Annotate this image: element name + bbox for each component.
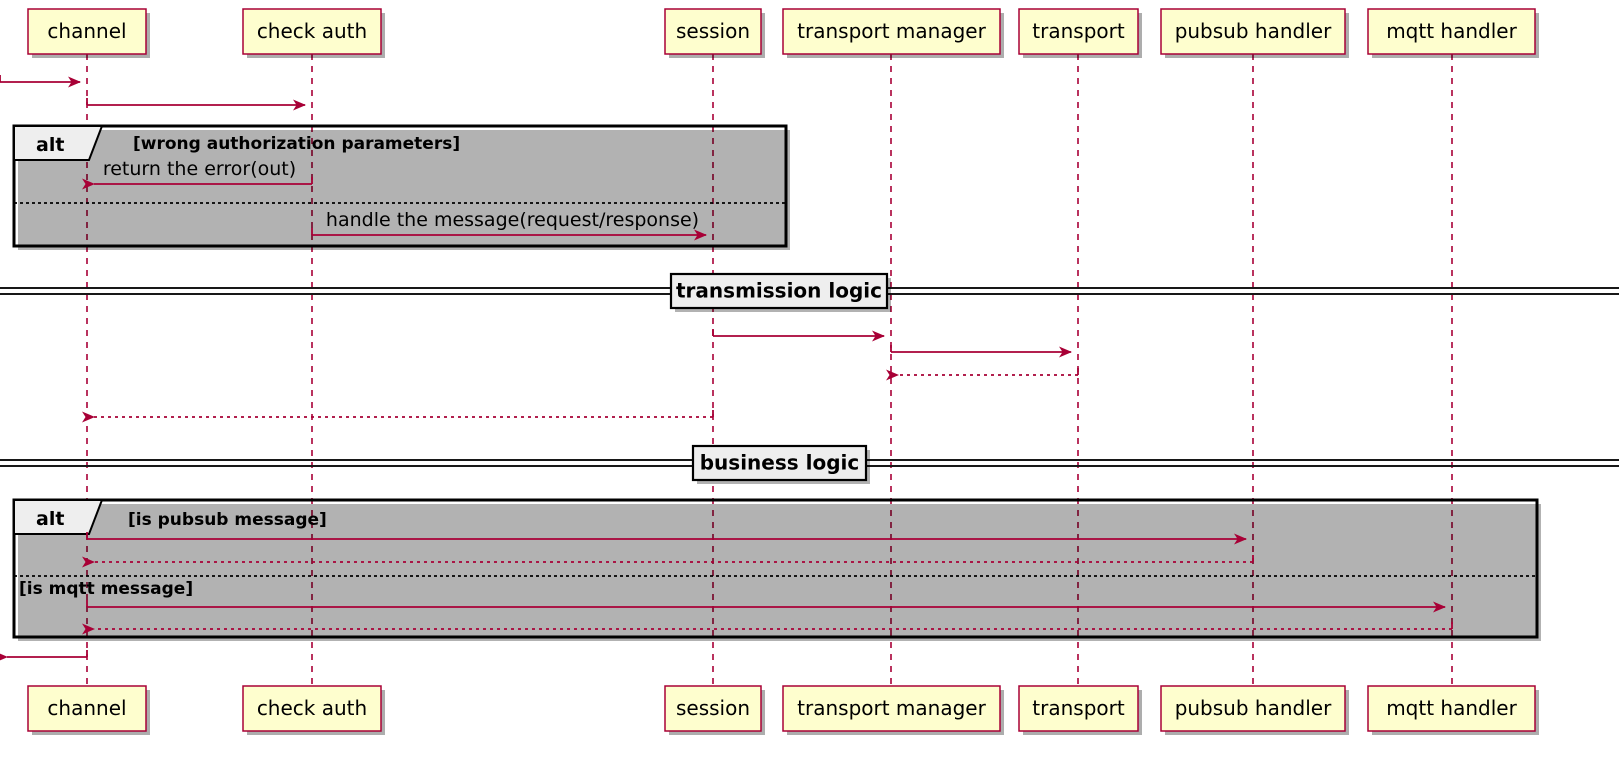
participant-label-session: session <box>676 696 750 720</box>
message-m8 <box>82 410 714 423</box>
participant-check_auth-top[interactable]: check auth <box>242 8 385 58</box>
divider-div-business: business logic <box>0 444 1619 484</box>
participant-box[interactable] <box>664 685 762 732</box>
participants-bottom-layer: channel check auth session transport manage… <box>27 685 1539 735</box>
participant-label-session: session <box>676 19 750 43</box>
group-type-label: alt <box>36 508 64 530</box>
participant-label-transport: transport <box>1032 696 1125 720</box>
participant-label-channel: channel <box>47 696 126 720</box>
message-m9 <box>86 532 1247 545</box>
participant-pubsub_handler-top[interactable]: pubsub handler <box>1160 8 1349 58</box>
group-alt-1: alt [wrong authorization parameters] <box>12 124 790 250</box>
dividers-layer: transmission logic business logic <box>0 272 1619 484</box>
participant-mqtt_handler-bottom[interactable]: mqtt handler <box>1367 685 1539 735</box>
divider-div-transmission: transmission logic <box>0 272 1619 312</box>
participant-label-channel: channel <box>47 19 126 43</box>
divider-label: transmission logic <box>676 279 882 303</box>
participant-box[interactable] <box>242 8 382 55</box>
participant-label-mqtt_handler: mqtt handler <box>1386 696 1517 720</box>
group-type-label: alt <box>36 134 64 156</box>
participant-session-top[interactable]: session <box>664 8 765 58</box>
participant-label-pubsub_handler: pubsub handler <box>1175 696 1332 720</box>
participant-session-bottom[interactable]: session <box>664 685 765 735</box>
participant-transport-top[interactable]: transport <box>1018 8 1142 58</box>
participant-box[interactable] <box>1160 685 1346 732</box>
group-condition-label: [wrong authorization parameters] <box>133 134 460 154</box>
message-m6 <box>890 345 1072 358</box>
group-shadow <box>18 504 1541 641</box>
participant-box[interactable] <box>782 685 1001 732</box>
participant-box[interactable] <box>1160 8 1346 55</box>
participant-label-transport_manager: transport manager <box>797 19 986 43</box>
participant-label-transport: transport <box>1032 19 1125 43</box>
group-shadow <box>18 130 790 250</box>
group-border <box>12 124 788 248</box>
participant-transport_manager-top[interactable]: transport manager <box>782 8 1004 58</box>
message-m7 <box>886 368 1079 381</box>
participants-top-layer: channel check auth session transport manage… <box>27 8 1539 58</box>
participant-box[interactable] <box>242 685 382 732</box>
participant-box[interactable] <box>1367 685 1536 732</box>
divider-label: business logic <box>700 451 860 475</box>
participant-box[interactable] <box>1367 8 1536 55</box>
divider-box <box>669 272 889 310</box>
participant-label-pubsub_handler: pubsub handler <box>1175 19 1332 43</box>
group-condition-label: [is pubsub message] <box>128 510 327 530</box>
message-m5 <box>712 329 885 342</box>
participant-label-check_auth: check auth <box>257 19 367 43</box>
message-m11 <box>86 600 1446 613</box>
message-m4: handle the message(request/response) <box>311 209 707 241</box>
participant-channel-bottom[interactable]: channel <box>27 685 150 735</box>
participant-transport_manager-bottom[interactable]: transport manager <box>782 685 1004 735</box>
participant-box[interactable] <box>27 8 147 55</box>
message-m1 <box>0 75 81 88</box>
divider-box <box>691 444 868 482</box>
message-m12 <box>82 622 1453 635</box>
participant-channel-top[interactable]: channel <box>27 8 150 58</box>
participant-label-mqtt_handler: mqtt handler <box>1386 19 1517 43</box>
message-m10 <box>82 555 1254 568</box>
message-m3: return the error(out) <box>82 158 313 190</box>
participant-box[interactable] <box>782 8 1001 55</box>
participant-pubsub_handler-bottom[interactable]: pubsub handler <box>1160 685 1349 735</box>
participant-box[interactable] <box>1018 8 1139 55</box>
group-type-tab <box>13 125 104 161</box>
group-type-tab <box>13 499 104 535</box>
message-label: return the error(out) <box>103 158 296 180</box>
message-m2 <box>86 98 306 111</box>
participant-label-transport_manager: transport manager <box>797 696 986 720</box>
messages-layer: return the error(out) handle the message(… <box>0 75 1453 663</box>
participant-check_auth-bottom[interactable]: check auth <box>242 685 385 735</box>
group-alt-2: alt [is pubsub message] [is mqtt message] <box>12 498 1541 641</box>
participant-box[interactable] <box>664 8 762 55</box>
group-border <box>12 498 1539 639</box>
message-label: handle the message(request/response) <box>326 209 699 231</box>
participant-box[interactable] <box>1018 685 1139 732</box>
participant-box[interactable] <box>27 685 147 732</box>
participant-label-check_auth: check auth <box>257 696 367 720</box>
participant-mqtt_handler-top[interactable]: mqtt handler <box>1367 8 1539 58</box>
message-m13 <box>0 650 88 663</box>
groups-layer: alt [wrong authorization parameters] alt [i… <box>12 124 1541 641</box>
participant-transport-bottom[interactable]: transport <box>1018 685 1142 735</box>
group-condition-label: [is mqtt message] <box>19 579 193 599</box>
